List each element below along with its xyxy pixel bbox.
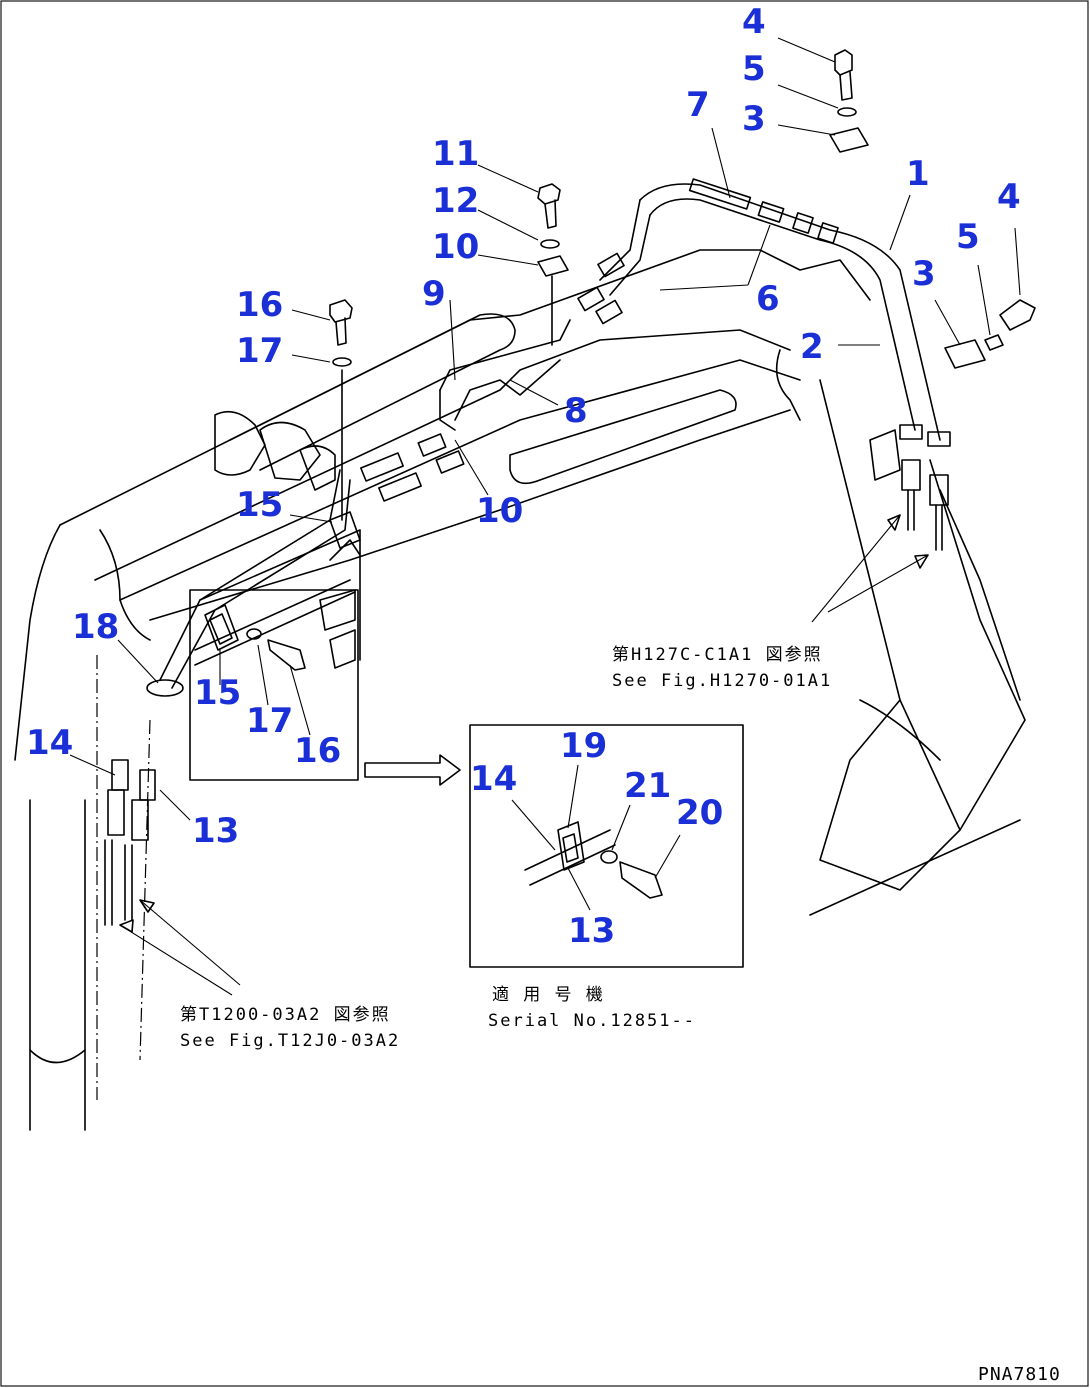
callout-14-detail: 14 bbox=[470, 759, 517, 799]
callout-7: 7 bbox=[686, 85, 710, 125]
reference-arrows bbox=[119, 514, 929, 996]
arm-body bbox=[775, 349, 1026, 916]
reference-notes: 第H127C-C1A1 図参照 See Fig.H1270-01A1 第T120… bbox=[180, 645, 832, 1051]
callout-10-bottom: 10 bbox=[476, 491, 523, 531]
callout-9: 9 bbox=[422, 274, 446, 314]
callout-11: 11 bbox=[432, 134, 479, 174]
drawing-code: PNA7810 bbox=[978, 1364, 1061, 1385]
callout-17-top: 17 bbox=[236, 331, 283, 371]
callout-4-top: 4 bbox=[742, 2, 766, 42]
hydraulic-pipes bbox=[159, 183, 941, 689]
callout-13-left: 13 bbox=[192, 811, 239, 851]
ref-right-en: See Fig.H1270-01A1 bbox=[612, 671, 832, 691]
callout-16-top: 16 bbox=[236, 285, 283, 325]
detail-box-serial bbox=[469, 724, 744, 968]
callout-18: 18 bbox=[72, 607, 119, 647]
callout-leaders bbox=[69, 37, 1021, 911]
callout-15-detail: 15 bbox=[194, 673, 241, 713]
callout-15-top: 15 bbox=[236, 485, 283, 525]
callout-17-detail: 17 bbox=[246, 701, 293, 741]
serial-jp: 適 用 号 機 bbox=[492, 985, 605, 1005]
callout-2: 2 bbox=[800, 327, 824, 367]
callout-10-top: 10 bbox=[432, 227, 479, 267]
boom-body bbox=[14, 249, 871, 761]
callout-1: 1 bbox=[906, 154, 930, 194]
ref-left-en: See Fig.T12J0-03A2 bbox=[180, 1031, 400, 1051]
callout-21: 21 bbox=[624, 766, 671, 806]
callout-5-top: 5 bbox=[742, 49, 766, 89]
boom-cylinder bbox=[214, 313, 737, 491]
ref-right-jp: 第H127C-C1A1 図参照 bbox=[612, 645, 823, 665]
callout-13-detail: 13 bbox=[568, 911, 615, 951]
clamps-and-bolts bbox=[146, 49, 1036, 697]
hose-fittings bbox=[360, 178, 951, 551]
callout-14-left: 14 bbox=[26, 723, 73, 763]
callout-3-top: 3 bbox=[742, 99, 766, 139]
callout-5-right: 5 bbox=[956, 217, 980, 257]
ref-left-jp: 第T1200-03A2 図参照 bbox=[180, 1005, 391, 1025]
callout-3-right: 3 bbox=[912, 254, 936, 294]
callout-20: 20 bbox=[676, 793, 723, 833]
detail-box-clamp bbox=[189, 579, 359, 781]
callout-4-right: 4 bbox=[997, 177, 1021, 217]
callout-12: 12 bbox=[432, 181, 479, 221]
arm-cylinder-left bbox=[29, 655, 156, 1131]
callout-16-detail: 16 bbox=[294, 731, 341, 771]
callout-19: 19 bbox=[560, 726, 607, 766]
callout-6: 6 bbox=[756, 279, 780, 319]
callout-8: 8 bbox=[564, 391, 588, 431]
serial-en: Serial No.12851-- bbox=[488, 1011, 696, 1031]
callout-labels: 4 5 3 7 1 4 5 3 6 2 11 12 10 9 8 10 16 1… bbox=[26, 2, 1021, 951]
